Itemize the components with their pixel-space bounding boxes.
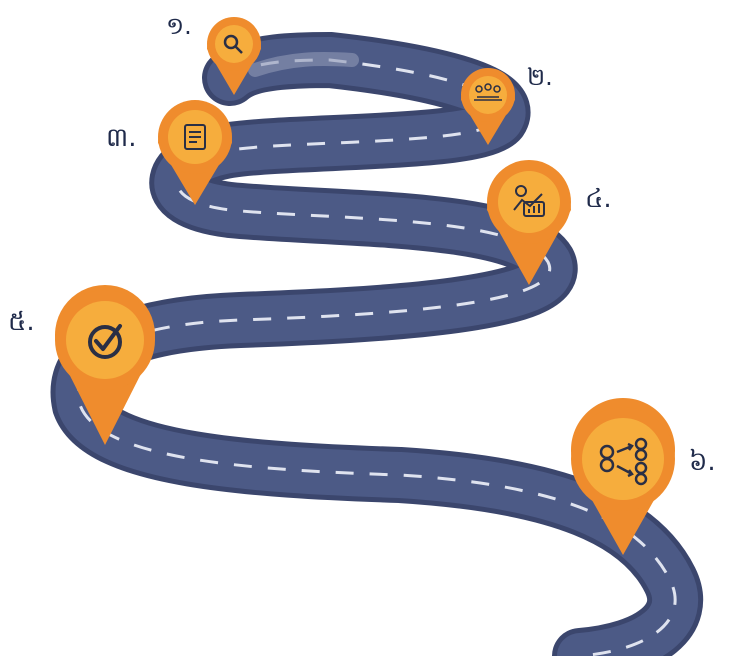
step-6-label: ៦. <box>689 447 716 477</box>
lane-dashes <box>77 58 677 656</box>
search-magnifier-icon <box>223 34 243 54</box>
step-3-marker: ៣. <box>106 100 232 205</box>
step-1-marker: ១. <box>166 12 261 95</box>
step-3-label: ៣. <box>106 123 136 153</box>
step-4-marker: ៤. <box>487 160 612 285</box>
step-5-marker: ៥. <box>8 284 155 445</box>
step-4-label: ៤. <box>585 184 612 214</box>
step-2-marker: ២. <box>461 63 553 145</box>
users-network-icon <box>599 437 648 486</box>
team-meeting-icon <box>474 83 502 101</box>
step-5-label: ៥. <box>8 307 35 337</box>
chart-analysis-icon <box>513 185 545 217</box>
document-clipboard-icon <box>184 124 206 150</box>
check-circle-icon <box>88 324 122 359</box>
step-2-label: ២. <box>527 63 553 91</box>
step-1-label: ១. <box>166 12 192 40</box>
step-6-marker: ៦. <box>571 398 716 555</box>
